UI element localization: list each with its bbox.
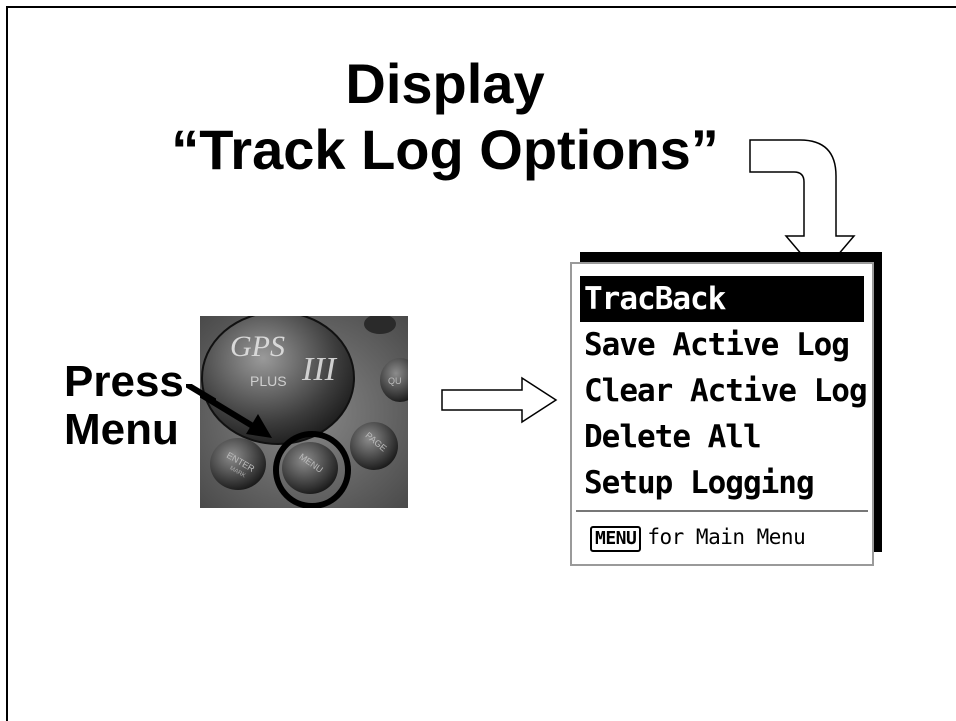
right-arrow-icon (441, 376, 558, 424)
device-logo-sub: PLUS (250, 373, 287, 389)
menu-key-badge: MENU (590, 526, 642, 552)
slide-frame-left (6, 6, 8, 721)
menu-item-tracback[interactable]: TracBack (580, 276, 864, 322)
device-logo-numeral: III (301, 351, 338, 388)
menu-item-save-active-log[interactable]: Save Active Log (584, 327, 850, 363)
instruction-line2: Menu (64, 405, 179, 454)
menu-item-delete-all[interactable]: Delete All (584, 419, 762, 455)
slide-title-line1: Display (345, 52, 545, 115)
press-menu-instruction: Press Menu (64, 358, 184, 454)
track-log-options-menu: TracBack Save Active Log Clear Active Lo… (570, 262, 874, 566)
slide-title-line2: “Track Log Options” (171, 118, 719, 181)
menu-item-clear-active-log[interactable]: Clear Active Log (584, 373, 868, 409)
gps-device-photo: GPS III PLUS QU ENTER MARK MENU PAGE (200, 316, 408, 508)
menu-item-setup-logging[interactable]: Setup Logging (584, 465, 815, 501)
menu-divider (576, 510, 868, 512)
menu-button[interactable] (282, 442, 338, 494)
menu-list: TracBack Save Active Log Clear Active Lo… (580, 276, 868, 506)
enter-button[interactable] (210, 438, 266, 490)
device-logo-text: GPS (230, 330, 285, 363)
quit-button-label: QU (388, 376, 402, 386)
pointer-arrowhead-icon (246, 414, 272, 438)
pointer-arrow-tail (186, 384, 216, 405)
instruction-line1: Press (64, 357, 184, 406)
menu-footer-text: for Main Menu (647, 525, 806, 549)
page-button[interactable] (350, 422, 398, 470)
slide-frame-top (6, 6, 956, 8)
highlight-circle (273, 431, 351, 508)
